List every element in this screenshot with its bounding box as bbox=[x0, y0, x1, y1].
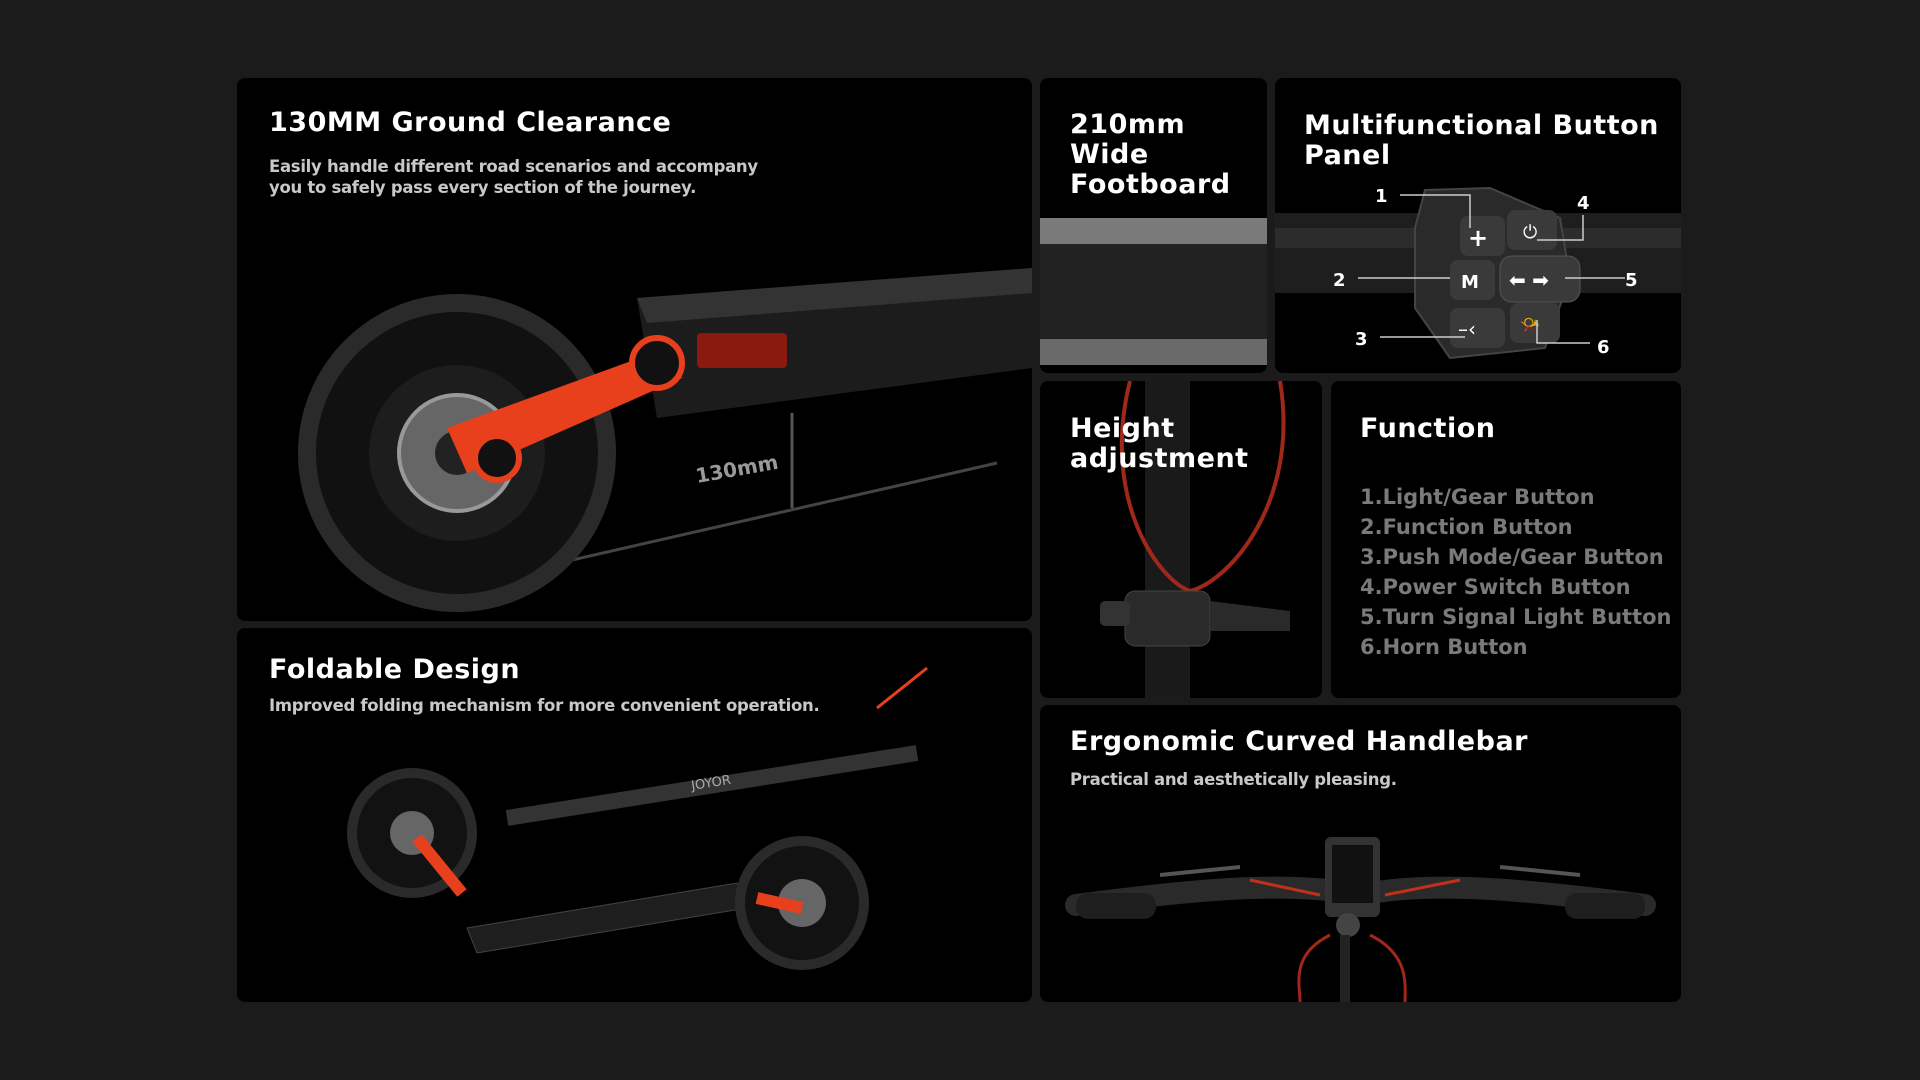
svg-text:⏻: ⏻ bbox=[1523, 222, 1537, 243]
footboard-panel: 210mm Wide Footboard bbox=[1040, 78, 1267, 373]
scooter-rear-wheel-image: 130mm bbox=[298, 268, 1032, 612]
folded-scooter-image: JOYOR bbox=[347, 666, 928, 970]
callout-6: 6 bbox=[1597, 337, 1610, 358]
callout-4: 4 bbox=[1577, 193, 1590, 214]
function-title: Function bbox=[1360, 413, 1496, 444]
callout-5: 5 bbox=[1625, 270, 1638, 291]
foldable-title: Foldable Design bbox=[269, 654, 521, 685]
svg-text:M: M bbox=[1461, 272, 1479, 293]
function-item: 6.Horn Button bbox=[1360, 635, 1528, 659]
handlebar-image bbox=[1065, 837, 1656, 1002]
footboard-image bbox=[1040, 218, 1267, 365]
svg-text:+: + bbox=[1468, 224, 1488, 252]
button-panel-image: + ⏻ M ⬅ ➡ –‹ 📯 1 2 3 4 5 6 bbox=[1275, 186, 1681, 360]
foldable-design-panel: JOYOR Foldable Design Improved folding m… bbox=[237, 628, 1032, 1002]
handlebar-title: Ergonomic Curved Handlebar bbox=[1070, 726, 1528, 757]
clearance-label: 130mm bbox=[694, 450, 780, 488]
function-item: 3.Push Mode/Gear Button bbox=[1360, 545, 1664, 569]
height-title-line1: Height bbox=[1070, 413, 1175, 444]
stem-clamp-image bbox=[1100, 381, 1290, 698]
function-item: 4.Power Switch Button bbox=[1360, 575, 1631, 599]
function-item: 1.Light/Gear Button bbox=[1360, 485, 1595, 509]
ground-clearance-panel: 130mm 130MM Ground Clearance Easily hand… bbox=[237, 78, 1032, 621]
function-item: 2.Function Button bbox=[1360, 515, 1573, 539]
footboard-title-line3: Footboard bbox=[1070, 169, 1231, 200]
height-adjustment-panel: Height adjustment bbox=[1040, 381, 1322, 698]
svg-text:⬅ ➡: ⬅ ➡ bbox=[1509, 268, 1549, 292]
svg-text:📯: 📯 bbox=[1520, 315, 1540, 334]
ground-clearance-subtitle-line1: Easily handle different road scenarios a… bbox=[269, 157, 758, 176]
handlebar-panel: Ergonomic Curved Handlebar Practical and… bbox=[1040, 705, 1681, 1002]
function-panel: Function 1.Light/Gear Button 2.Function … bbox=[1331, 381, 1681, 698]
footboard-title-line2: Wide bbox=[1070, 139, 1149, 170]
button-panel-title-line2: Panel bbox=[1304, 140, 1391, 171]
callout-2: 2 bbox=[1333, 270, 1346, 291]
callout-3: 3 bbox=[1355, 329, 1368, 350]
function-item: 5.Turn Signal Light Button bbox=[1360, 605, 1672, 629]
callout-1: 1 bbox=[1375, 186, 1388, 207]
height-title-line2: adjustment bbox=[1070, 443, 1249, 474]
svg-text:–‹: –‹ bbox=[1458, 317, 1476, 341]
handlebar-subtitle: Practical and aesthetically pleasing. bbox=[1070, 770, 1397, 789]
ground-clearance-title: 130MM Ground Clearance bbox=[269, 107, 672, 138]
brand-logo: JOYOR bbox=[689, 773, 732, 794]
function-list: 1.Light/Gear Button 2.Function Button 3.… bbox=[1360, 482, 1671, 662]
foldable-subtitle: Improved folding mechanism for more conv… bbox=[269, 696, 820, 715]
ground-clearance-subtitle-line2: you to safely pass every section of the … bbox=[269, 178, 697, 197]
button-panel-panel: Multifunctional Button Panel + ⏻ M ⬅ ➡ –… bbox=[1275, 78, 1681, 373]
button-panel-title-line1: Multifunctional Button bbox=[1304, 110, 1659, 141]
footboard-title-line1: 210mm bbox=[1070, 109, 1186, 140]
